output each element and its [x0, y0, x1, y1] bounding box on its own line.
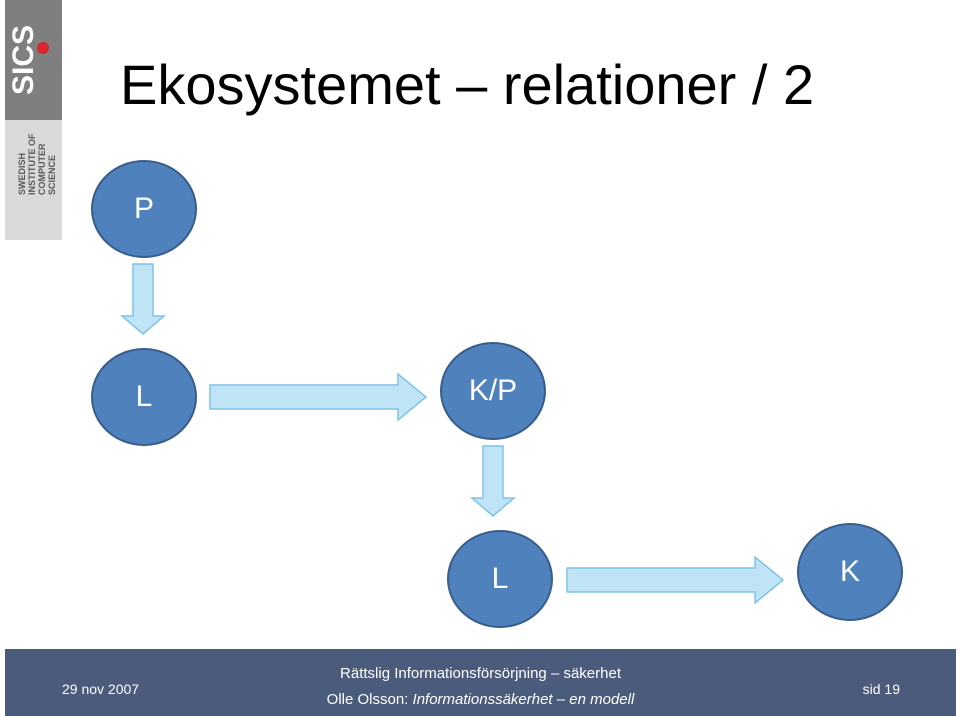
arrow-right-l-to-kp	[209, 372, 428, 422]
footer-author-line: Olle Olsson: Informationssäkerhet – en m…	[5, 691, 956, 708]
node-k: K	[797, 523, 903, 621]
node-kp: K/P	[440, 342, 546, 440]
logo-brand: SICS	[7, 25, 40, 95]
slide-title: Ekosystemet – relationer / 2	[120, 53, 815, 116]
arrow-right-l-to-k	[566, 555, 785, 605]
node-l-2: L	[447, 530, 553, 628]
footer-author: Olle Olsson:	[326, 691, 409, 708]
node-l-1: L	[91, 348, 197, 446]
logo-line-4: SCIENCE	[47, 155, 57, 195]
logo-line-1: SWEDISH	[17, 153, 27, 195]
footer-subject: Rättslig Informationsförsörjning – säker…	[340, 665, 621, 682]
logo-line-2: INSTITUTE OF	[27, 133, 37, 195]
footer-presentation-title: Informationssäkerhet – en modell	[412, 691, 635, 708]
footer-date: 29 nov 2007	[62, 681, 140, 697]
arrow-down-p-to-l	[120, 263, 166, 335]
arrow-down-kp-to-l	[470, 445, 516, 517]
footer-bar: 29 nov 2007 Rättslig Informationsförsörj…	[5, 649, 956, 716]
sics-logo-icon: SICS SWEDISH INSTITUTE OF COMPUTER SCIEN…	[5, 0, 62, 195]
sics-logo: SICS SWEDISH INSTITUTE OF COMPUTER SCIEN…	[5, 0, 62, 240]
logo-line-3: COMPUTER	[37, 143, 47, 195]
node-p: P	[91, 160, 197, 258]
footer-page-number: sid 19	[862, 681, 900, 697]
